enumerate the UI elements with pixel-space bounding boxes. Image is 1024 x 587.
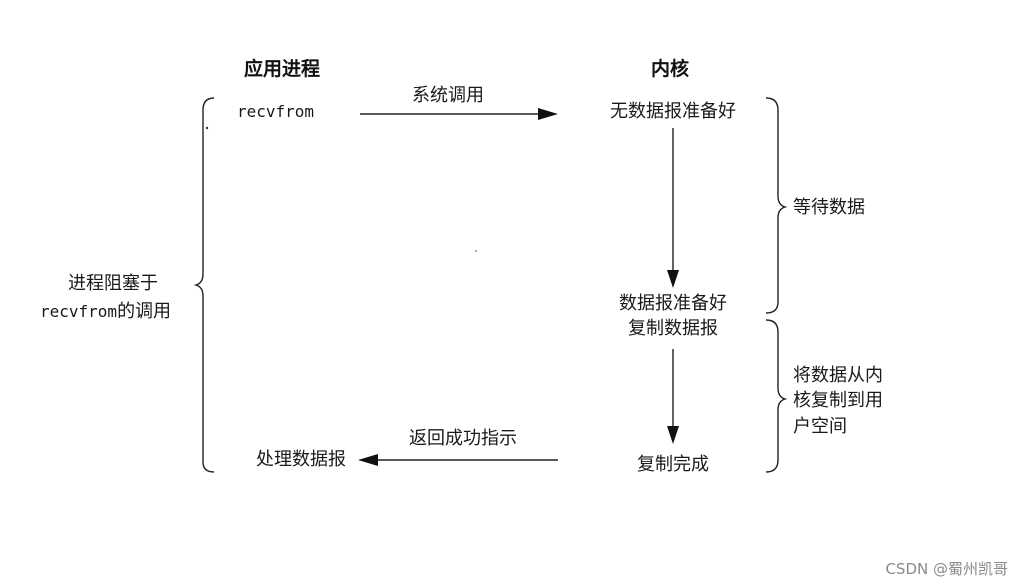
- recvfrom-mono-text: recvfrom: [40, 302, 117, 321]
- kernel-header: 内核: [651, 57, 689, 80]
- return-arrowhead: [358, 454, 378, 466]
- copy-datagram: 复制数据报: [628, 318, 718, 339]
- wait-phase-brace: [765, 97, 788, 314]
- copy-arrowhead: [667, 426, 679, 444]
- app-process-header: 应用进程: [244, 57, 320, 80]
- syscall-label: 系统调用: [412, 85, 484, 106]
- syscall-arrowhead: [538, 108, 558, 120]
- copy-complete: 复制完成: [637, 454, 709, 475]
- return-label: 返回成功指示: [409, 428, 517, 449]
- call-suffix-text: 的调用: [117, 301, 171, 322]
- blocked-brace: [193, 97, 215, 473]
- datagram-ready: 数据报准备好: [619, 293, 727, 314]
- wait-phase-label: 等待数据: [793, 197, 865, 218]
- copy-phase-label-line2: 核复制到用: [793, 390, 883, 411]
- blocked-label-line1: 进程阻塞于: [68, 273, 158, 294]
- no-datagram-ready: 无数据报准备好: [610, 101, 736, 122]
- stray-dot: [205, 126, 209, 130]
- recvfrom-call: recvfrom: [237, 102, 314, 121]
- csdn-watermark: CSDN @蜀州凯哥: [885, 560, 1008, 578]
- copy-phase-brace: [765, 319, 788, 473]
- process-datagram: 处理数据报: [256, 449, 346, 470]
- copy-phase-label-line3: 户空间: [793, 416, 847, 437]
- stray-dot: [475, 250, 477, 252]
- copy-phase-label-line1: 将数据从内: [793, 365, 883, 386]
- wait-arrowhead: [667, 270, 679, 288]
- blocked-label-line2: recvfrom的调用: [40, 301, 171, 322]
